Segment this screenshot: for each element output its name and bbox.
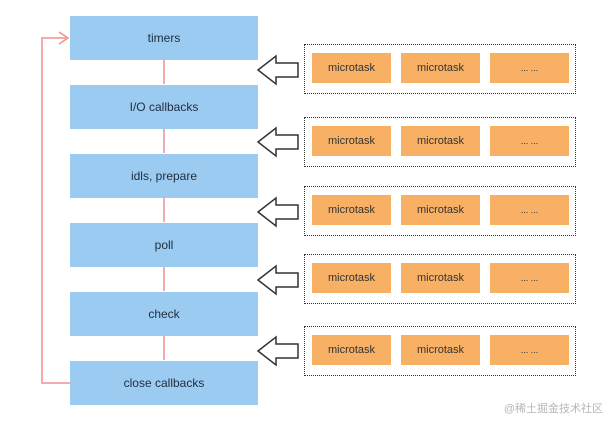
phase-timers: timers: [70, 16, 258, 60]
hollow-left-arrow-icon: [256, 126, 299, 158]
loop-back-arrow-icon: [41, 37, 70, 384]
microtask-ellipsis: ... ...: [490, 335, 569, 365]
phase-close-callbacks: close callbacks: [70, 361, 258, 405]
phase-idle-prepare: idls, prepare: [70, 154, 258, 198]
phase-check: check: [70, 292, 258, 336]
microtask-queue: microtask microtask ... ...: [304, 44, 576, 94]
microtask-item: microtask: [312, 126, 391, 156]
hollow-left-arrow-icon: [256, 264, 299, 296]
microtask-ellipsis: ... ...: [490, 126, 569, 156]
microtask-item: microtask: [312, 53, 391, 83]
microtask-item: microtask: [401, 126, 480, 156]
microtask-item: microtask: [401, 195, 480, 225]
microtask-item: microtask: [312, 195, 391, 225]
phase-io-callbacks: I/O callbacks: [70, 85, 258, 129]
hollow-left-arrow-icon: [256, 335, 299, 367]
phase-poll: poll: [70, 223, 258, 267]
loop-arrowhead-icon: [58, 31, 70, 45]
microtask-queue: microtask microtask ... ...: [304, 254, 576, 304]
microtask-ellipsis: ... ...: [490, 263, 569, 293]
microtask-item: microtask: [312, 263, 391, 293]
microtask-item: microtask: [401, 53, 480, 83]
hollow-left-arrow-icon: [256, 54, 299, 86]
microtask-queue: microtask microtask ... ...: [304, 326, 576, 376]
watermark: @稀土掘金技术社区: [503, 403, 603, 415]
microtask-item: microtask: [401, 263, 480, 293]
microtask-queue: microtask microtask ... ...: [304, 117, 576, 167]
microtask-ellipsis: ... ...: [490, 195, 569, 225]
microtask-item: microtask: [312, 335, 391, 365]
microtask-queue: microtask microtask ... ...: [304, 186, 576, 236]
hollow-left-arrow-icon: [256, 196, 299, 228]
microtask-item: microtask: [401, 335, 480, 365]
microtask-ellipsis: ... ...: [490, 53, 569, 83]
